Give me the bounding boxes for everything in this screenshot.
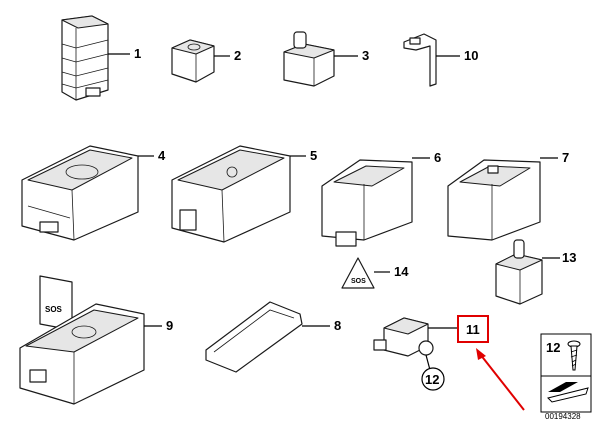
legend-code: 00194328 xyxy=(545,412,581,421)
part-3-push-button[interactable] xyxy=(283,31,335,87)
part-4-switch-panel[interactable] xyxy=(21,145,139,241)
callout-5: 5 xyxy=(310,148,317,163)
callout-6: 6 xyxy=(434,150,441,165)
part-11-connector[interactable] xyxy=(373,317,434,357)
callout-1: 1 xyxy=(134,46,141,61)
part-6-rocker-switch[interactable] xyxy=(321,159,413,247)
part-7-rocker-switch[interactable] xyxy=(447,159,541,241)
part-2-switch[interactable] xyxy=(171,39,215,83)
screw-icon xyxy=(567,340,581,371)
legend-screw-label: 12 xyxy=(546,340,560,355)
red-arrow-icon xyxy=(476,348,525,411)
callout-8: 8 xyxy=(334,318,341,333)
callout-14: 14 xyxy=(394,264,409,279)
callout-12-circle xyxy=(421,367,445,391)
callout-10: 10 xyxy=(464,48,478,63)
part-5-switch-panel[interactable] xyxy=(171,145,291,243)
callout-11-highlight-box xyxy=(457,315,489,343)
diagonal-arrow-icon xyxy=(547,382,589,403)
callout-3: 3 xyxy=(362,48,369,63)
callout-9: 9 xyxy=(166,318,173,333)
part-1-switch-block[interactable] xyxy=(61,15,109,101)
part-8-pad[interactable] xyxy=(205,301,303,373)
callout-2: 2 xyxy=(234,48,241,63)
part-13-push-switch[interactable] xyxy=(495,239,543,305)
part-10-bracket[interactable] xyxy=(403,33,437,87)
callout-4: 4 xyxy=(158,148,166,163)
warning-symbol-text: SOS xyxy=(351,278,366,285)
legend-box: 12 00194328 xyxy=(540,333,592,421)
callout-12: 12 xyxy=(425,372,439,387)
leader-12 xyxy=(425,354,431,371)
part-14-warning-label[interactable]: SOS xyxy=(341,257,375,289)
part-9-sos-switch[interactable]: SOS xyxy=(19,275,145,405)
callout-7: 7 xyxy=(562,150,569,165)
callout-11[interactable]: 11 xyxy=(466,322,480,337)
callout-13: 13 xyxy=(562,250,576,265)
sos-flap-text: SOS xyxy=(45,305,63,314)
